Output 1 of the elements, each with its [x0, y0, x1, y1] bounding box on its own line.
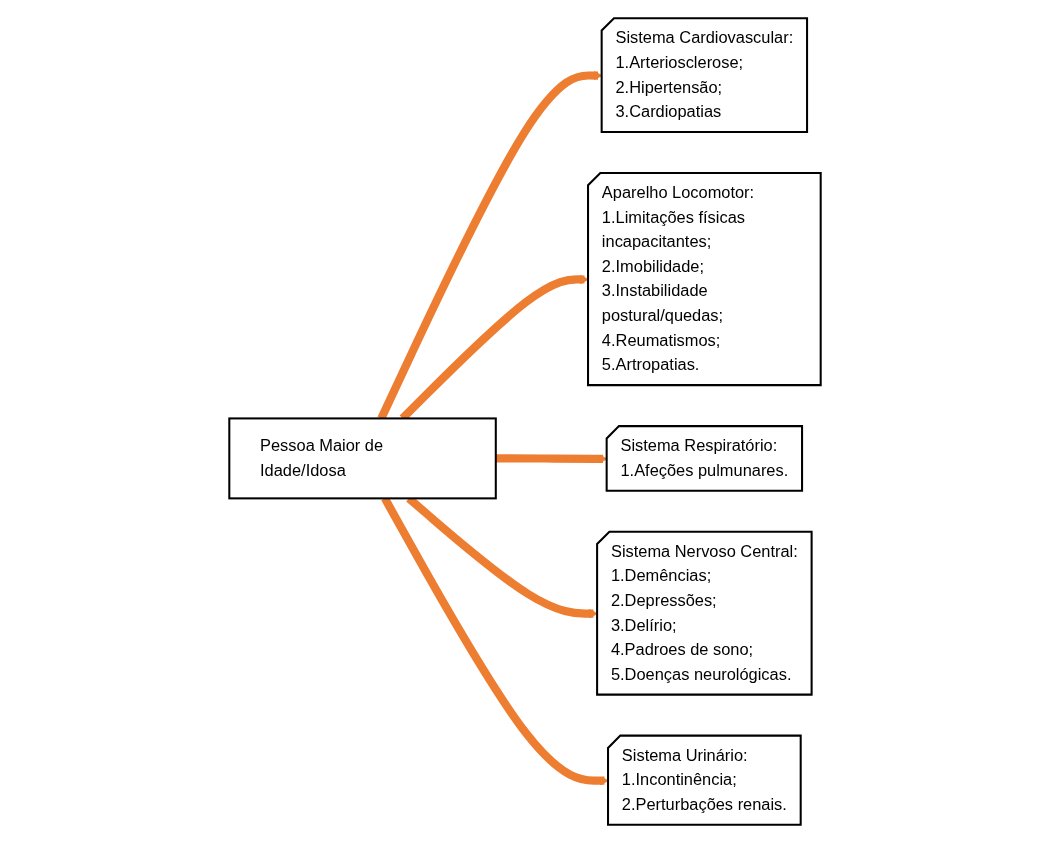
node-box: Pessoa Maior de Idade/Idosa	[228, 417, 497, 500]
